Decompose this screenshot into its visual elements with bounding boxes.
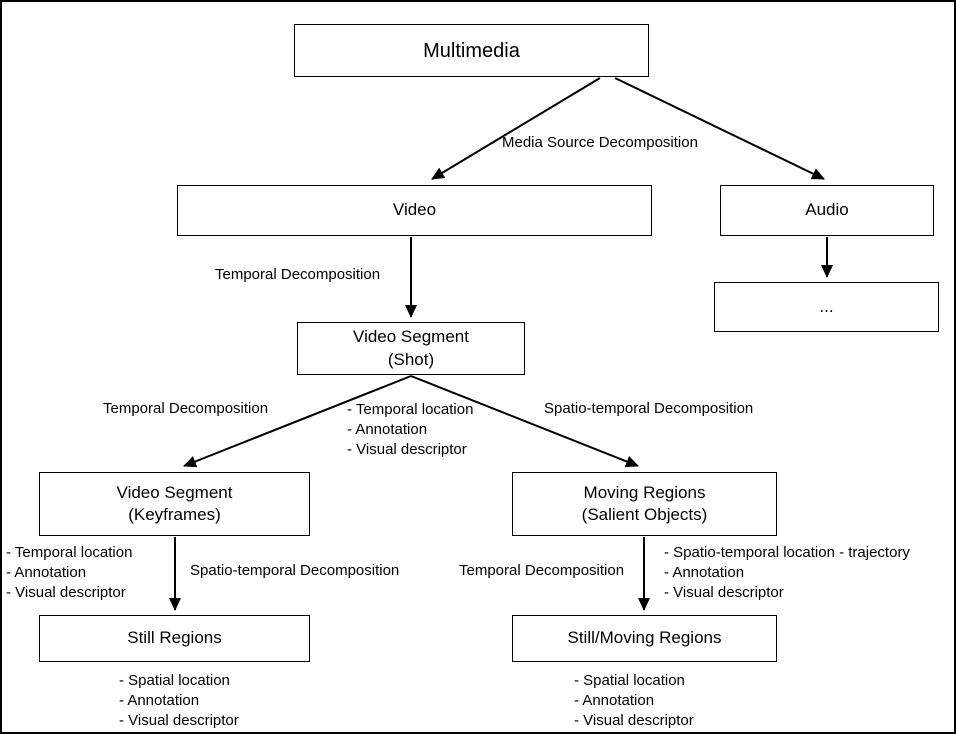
node-video: Video [177, 185, 652, 236]
annotation-line: - Temporal location [347, 401, 474, 418]
node-video-segment-shot-line1: Video Segment [353, 327, 469, 347]
annotation-line: - Visual descriptor [119, 711, 239, 729]
node-video-segment-keyframes-line1: Video Segment [116, 482, 233, 502]
edge-label-temporal-video-to-shot: Temporal Decomposition [215, 266, 381, 283]
annotation-line: - Annotation [664, 563, 745, 581]
edge-label-spatio-temporal-shot-to-moving: Spatio-temporal Decomposition [544, 400, 754, 417]
node-still-moving-regions: Still/Moving Regions [512, 615, 777, 662]
annotation-line: - Temporal location [6, 544, 133, 561]
node-multimedia: Multimedia [294, 24, 649, 77]
annotation-still: - Spatial location - Annotation - Visual… [119, 671, 239, 730]
node-moving-regions-line2: (Salient Objects) [581, 505, 708, 524]
node-audio-child-label: ... [819, 296, 834, 316]
annotation-line: - Annotation [574, 691, 655, 709]
annotation-line: - Visual descriptor [347, 440, 467, 458]
annotation-line: - Annotation [119, 691, 200, 709]
node-still-regions: Still Regions [39, 615, 310, 662]
annotation-line: - Spatial location [574, 672, 685, 689]
annotation-line: - Visual descriptor [664, 583, 784, 601]
edge-label-temporal-moving-to-stillmoving: Temporal Decomposition [459, 562, 625, 579]
annotation-moving: - Spatio-temporal location - trajectory … [664, 543, 910, 602]
node-video-segment-shot-line2: (Shot) [387, 349, 435, 369]
node-video-label: Video [392, 200, 437, 220]
edge-label-media-source-decomposition: Media Source Decomposition [502, 134, 698, 151]
annotation-line: - Visual descriptor [574, 711, 694, 729]
node-moving-regions-line1: Moving Regions [583, 482, 706, 502]
node-audio: Audio [720, 185, 934, 236]
node-audio-child: ... [714, 282, 939, 332]
node-video-segment-shot: Video Segment (Shot) [297, 322, 525, 375]
annotation-line: - Visual descriptor [6, 583, 126, 601]
annotation-line: - Annotation [6, 563, 87, 581]
annotation-keyframes: - Temporal location - Annotation - Visua… [6, 543, 132, 602]
annotation-still-moving: - Spatial location - Annotation - Visual… [574, 671, 694, 730]
node-multimedia-label: Multimedia [423, 39, 520, 62]
annotation-line: - Annotation [347, 420, 428, 438]
annotation-line: - Spatial location [119, 672, 230, 689]
annotation-line: - Spatio-temporal location - trajectory [664, 544, 910, 561]
node-still-moving-regions-label: Still/Moving Regions [567, 628, 722, 648]
edge-label-spatio-temporal-keyframes-to-still: Spatio-temporal Decomposition [190, 562, 400, 579]
node-video-segment-keyframes: Video Segment (Keyframes) [39, 472, 310, 536]
node-still-regions-label: Still Regions [127, 628, 222, 648]
node-video-segment-keyframes-line2: (Keyframes) [128, 505, 221, 524]
node-moving-regions: Moving Regions (Salient Objects) [512, 472, 777, 536]
edge-label-temporal-shot-to-keyframes: Temporal Decomposition [103, 400, 269, 417]
node-audio-label: Audio [805, 200, 849, 220]
annotation-shot: - Temporal location - Annotation - Visua… [347, 400, 473, 459]
